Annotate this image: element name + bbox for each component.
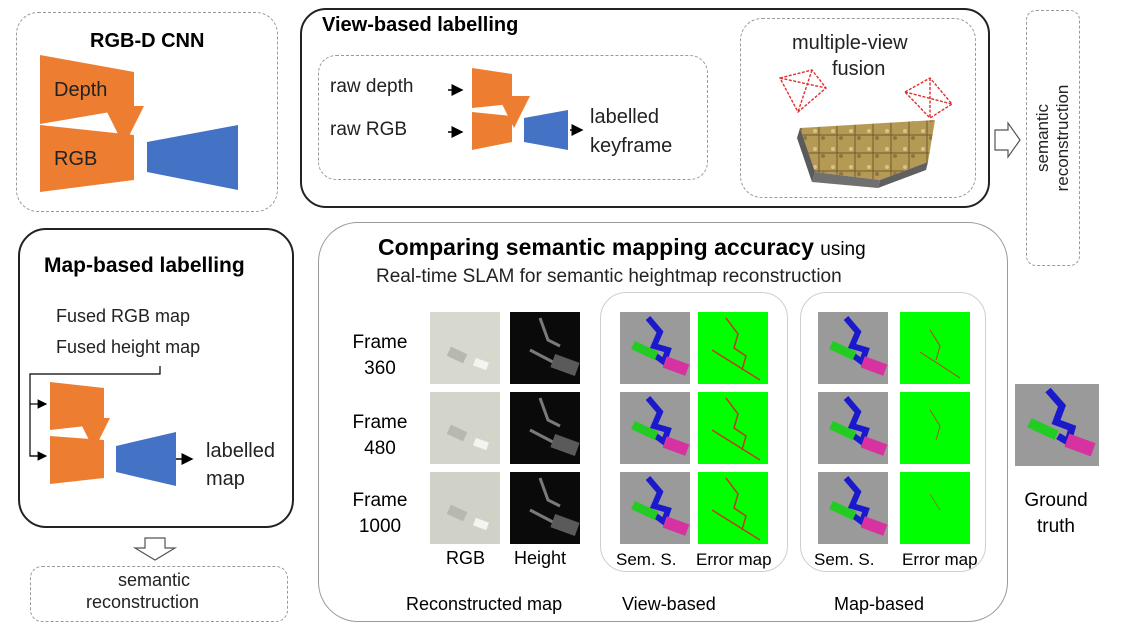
col-height-label: Height — [514, 548, 567, 568]
frame-1000-label: Frame 1000 — [348, 488, 412, 540]
map-err-thumb-480 — [900, 392, 970, 464]
view-sem-thumb-360 — [620, 312, 690, 384]
map-err-thumb-1000 — [900, 472, 970, 544]
col-rgb-label: RGB — [446, 548, 486, 568]
terrain-heightmap — [800, 120, 935, 180]
frame-480-word: Frame — [352, 412, 408, 433]
thumbnails — [430, 312, 1099, 544]
depth-label: Depth — [54, 79, 108, 101]
frame-1000-word: Frame — [352, 490, 408, 511]
comparison-subtitle: Real-time SLAM for semantic heightmap re… — [376, 266, 842, 287]
raw-depth-label: raw depth — [330, 76, 414, 97]
group-view-label: View-based — [622, 594, 716, 614]
rgb-thumb-1000 — [430, 472, 500, 544]
frame-1000-number: 1000 — [358, 516, 402, 537]
ground-truth-thumb — [1015, 384, 1099, 466]
rgb-thumb-480 — [430, 392, 500, 464]
labelled-keyframe-label-2: keyframe — [590, 135, 673, 157]
ground-truth-line2: truth — [1036, 516, 1076, 537]
rgb-encoder-shape — [40, 125, 134, 192]
decoder-shape — [147, 125, 238, 190]
group-map-label: Map-based — [834, 594, 925, 614]
map-based-panel — [18, 228, 294, 528]
rgbd-cnn-title: RGB-D CNN — [90, 30, 205, 52]
map-err-thumb-360 — [900, 312, 970, 384]
frame-360-word: Frame — [352, 332, 408, 353]
frame-480-number: 480 — [364, 438, 396, 459]
view-based-title: View-based labelling — [322, 14, 519, 36]
map-decoder — [116, 432, 176, 486]
raw-rgb-label: raw RGB — [330, 119, 408, 140]
group-reconstructed-label: Reconstructed map — [406, 594, 563, 614]
comparison-title: Comparing semantic mapping accuracy usin… — [378, 234, 866, 261]
camera-frustum-right — [903, 77, 954, 119]
frame-360-label: Frame 360 — [348, 330, 412, 382]
map-sem-thumb-1000 — [818, 472, 888, 544]
view-err-thumb-1000 — [698, 472, 768, 544]
fusion-label-2: fusion — [832, 58, 886, 80]
semantic-reconstruction-right-line2: reconstruction — [1053, 84, 1072, 192]
semantic-reconstruction-right-label: semantic reconstruction — [1033, 85, 1073, 192]
col-map-err-label: Error map — [902, 550, 978, 569]
frame-480-label: Frame 480 — [348, 410, 412, 462]
hollow-arrow-right — [994, 121, 1021, 159]
vb-decoder — [524, 110, 568, 150]
vb-rgb-encoder — [472, 112, 512, 150]
view-based-results-group — [600, 292, 788, 572]
labelled-map-label-2: map — [206, 468, 245, 490]
rgb-thumb-360 — [430, 312, 500, 384]
labelled-map-label-1: labelled — [206, 440, 275, 462]
semantic-reconstruction-bottom-line2: reconstruction — [86, 592, 200, 612]
map-based-title: Map-based labelling — [44, 254, 245, 277]
col-view-err-label: Error map — [696, 550, 772, 569]
rgb-label: RGB — [54, 148, 98, 170]
fusion-label-1: multiple-view — [792, 32, 908, 54]
rgbd-cnn-panel — [16, 12, 278, 212]
map-sem-thumb-480 — [818, 392, 888, 464]
map-based-results-group — [800, 292, 986, 572]
semantic-reconstruction-bottom-line1: semantic — [118, 570, 191, 590]
view-sem-thumb-480 — [620, 392, 690, 464]
comparison-title-suffix: using — [820, 239, 866, 260]
fused-height-label: Fused height map — [56, 337, 201, 357]
hollow-arrow-down — [132, 537, 178, 561]
view-err-thumb-360 — [698, 312, 768, 384]
view-based-panel — [300, 8, 990, 208]
view-sem-thumb-1000 — [620, 472, 690, 544]
ground-truth-line1: Ground — [1024, 490, 1088, 511]
col-view-sem-label: Sem. S. — [616, 550, 677, 569]
comparison-title-bold: Comparing semantic mapping accuracy — [378, 234, 814, 260]
view-network-subpanel — [318, 55, 708, 180]
map-sem-thumb-360 — [818, 312, 888, 384]
map-lower-encoder — [50, 436, 104, 484]
semantic-reconstruction-right-line1: semantic — [1033, 103, 1052, 173]
semantic-reconstruction-right-panel — [1026, 10, 1080, 266]
camera-frustum-left — [778, 69, 827, 114]
frame-360-number: 360 — [364, 358, 396, 379]
height-thumb-360 — [510, 312, 580, 384]
fused-rgb-label: Fused RGB map — [56, 306, 191, 326]
ground-truth-label: Ground truth — [1016, 488, 1096, 540]
col-map-sem-label: Sem. S. — [814, 550, 875, 569]
labelled-keyframe-label-1: labelled — [590, 106, 659, 128]
view-err-thumb-480 — [698, 392, 768, 464]
height-thumb-480 — [510, 392, 580, 464]
semantic-reconstruction-bottom-panel — [30, 566, 288, 622]
fusion-subpanel — [740, 18, 976, 198]
comparison-panel — [318, 222, 1008, 622]
height-thumb-1000 — [510, 472, 580, 544]
